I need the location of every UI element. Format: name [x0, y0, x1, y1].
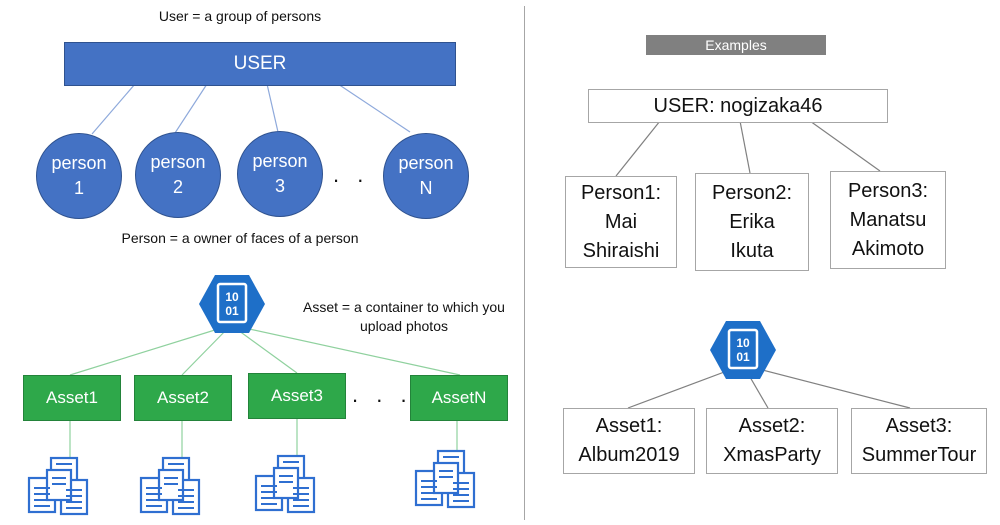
documents-icon: [27, 456, 89, 516]
person-node-number: 3: [274, 176, 285, 196]
example-user-box: USER: nogizaka46: [588, 89, 888, 123]
example-person-box-1: Person1: Mai Shiraishi: [565, 176, 677, 268]
connector-user-person1: [91, 83, 136, 135]
person-node-number: 1: [73, 178, 84, 198]
example-asset-title: Asset3:: [885, 415, 953, 437]
example-person-box-2: Person2: Erika Ikuta: [695, 173, 809, 271]
person-node-n: person N: [383, 133, 469, 219]
documents-icon: [414, 449, 476, 509]
connector-hub-assetN: [230, 324, 461, 376]
example-person-last-name: Shiraishi: [582, 239, 660, 262]
asset-caption: Asset = a container to which you upload …: [292, 298, 516, 336]
person-node-label: person: [51, 153, 107, 173]
person-node-label: person: [252, 151, 308, 171]
example-person-title: Person3:: [847, 179, 929, 202]
asset-caption-line1: Asset = a container to which you: [303, 299, 505, 315]
person-node-label: person: [398, 153, 454, 173]
connector-hub-asset2: [181, 324, 232, 376]
svg-text:01: 01: [225, 304, 239, 318]
example-person-title: Person2:: [711, 181, 793, 204]
person-ellipsis: . . .: [333, 162, 394, 187]
example-asset-name: XmasParty: [723, 444, 821, 466]
person-node-label: person: [150, 152, 206, 172]
connector-example-user-person2: [739, 120, 751, 174]
person-node-number: N: [419, 178, 433, 198]
example-person-first-name: Manatsu: [849, 208, 927, 231]
person-node-3: person 3: [237, 131, 323, 217]
example-user-label: USER: nogizaka46: [653, 94, 823, 117]
asset-box-1: Asset1: [23, 375, 121, 421]
example-asset-box-2: Asset2: XmasParty: [706, 408, 838, 474]
example-asset-title: Asset1:: [595, 415, 663, 437]
user-box: USER: [64, 42, 456, 86]
example-asset-name: SummerTour: [861, 444, 977, 466]
asset-box-3: Asset3: [248, 373, 346, 419]
example-asset-title: Asset2:: [738, 415, 806, 437]
person-caption: Person = a owner of faces of a person: [121, 230, 359, 246]
user-caption: User = a group of persons: [158, 8, 322, 24]
connector-example-user-person1: [615, 120, 661, 177]
example-person-box-3: Person3: Manatsu Akimoto: [830, 171, 946, 269]
example-person-first-name: Erika: [729, 210, 775, 233]
connector-user-person3: [266, 83, 279, 133]
svg-text:01: 01: [736, 350, 750, 364]
person-node-number: 2: [172, 177, 183, 197]
asset-storage-icon: 10 01: [710, 321, 776, 379]
svg-text:10: 10: [225, 290, 239, 304]
connector-user-personN: [337, 83, 411, 133]
example-person-first-name: Mai: [604, 210, 638, 233]
documents-icon: [139, 456, 201, 516]
example-person-last-name: Akimoto: [851, 237, 925, 260]
panel-divider: [524, 6, 525, 520]
svg-text:10: 10: [736, 336, 750, 350]
example-asset-box-3: Asset3: SummerTour: [851, 408, 987, 474]
connector-hub-asset1: [69, 324, 232, 376]
person-node-1: person 1: [36, 133, 122, 219]
example-person-title: Person1:: [580, 181, 662, 204]
connector-user-person2: [174, 83, 208, 134]
asset-caption-line2: upload photos: [360, 318, 448, 334]
person-node-2: person 2: [135, 132, 221, 218]
example-asset-name: Album2019: [578, 444, 680, 466]
connector-example-hub-asset3: [742, 364, 911, 409]
asset-box-2: Asset2: [134, 375, 232, 421]
example-person-last-name: Ikuta: [730, 239, 774, 262]
example-asset-box-1: Asset1: Album2019: [563, 408, 695, 474]
documents-icon: [254, 454, 316, 514]
asset-box-n: AssetN: [410, 375, 508, 421]
connector-example-user-person3: [809, 120, 881, 172]
asset-ellipsis: . . .: [352, 382, 413, 407]
examples-label: Examples: [646, 35, 826, 55]
asset-storage-icon: 10 01: [199, 275, 265, 333]
